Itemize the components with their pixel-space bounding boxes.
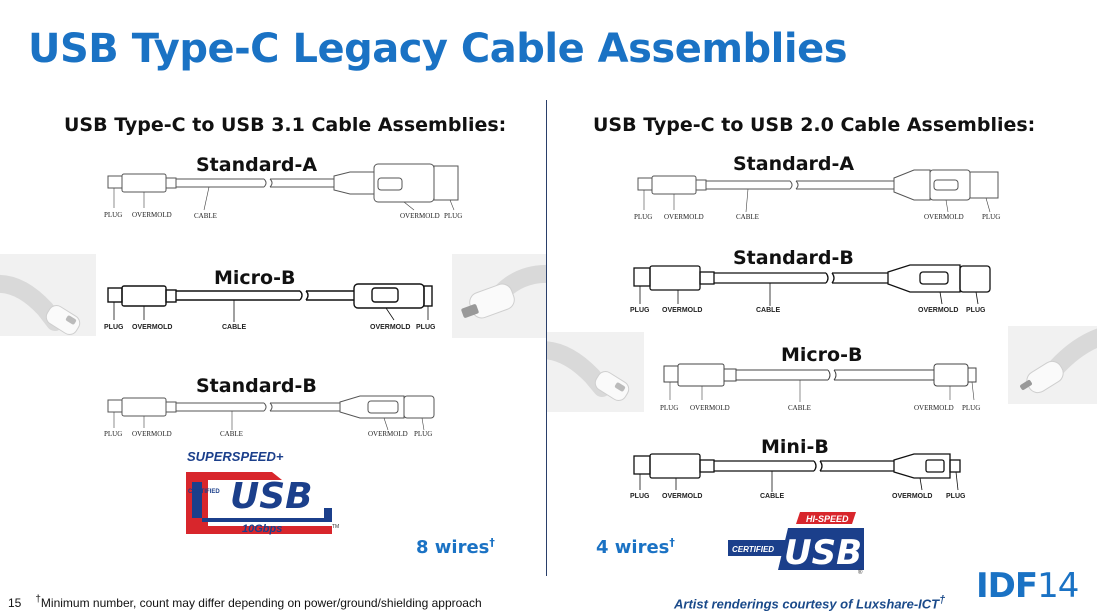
label-plug-right: PLUG	[962, 404, 980, 412]
label-overmold-right: OVERMOLD	[368, 430, 408, 438]
superspeed-plus-usb-logo: SUPERSPEED+ CERTIFIED USB 10Gbps TM	[186, 449, 339, 535]
label-plug: PLUG	[630, 493, 650, 500]
label-plug: PLUG	[104, 211, 122, 219]
idf-brand-logo: IDF14	[976, 566, 1079, 606]
label-overmold-right: OVERMOLD	[918, 307, 958, 314]
logo-usb-plate	[778, 528, 864, 570]
cable-name-standard-a-31: Standard-A	[196, 154, 318, 176]
page-number: 15	[8, 596, 22, 610]
photo-micro-b-plug	[452, 254, 546, 338]
logo-usb-text: USB	[784, 533, 862, 573]
cable-diagram-mini-b-20: PLUG OVERMOLD CABLE OVERMOLD PLUG	[630, 453, 966, 500]
idf-brand-text: IDF	[976, 566, 1038, 606]
wires-count-text: 4 wires	[596, 537, 670, 558]
cable-diagram-micro-b-20: PLUG OVERMOLD CABLE OVERMOLD PLUG	[660, 363, 980, 412]
label-plug: PLUG	[630, 307, 650, 314]
label-overmold: OVERMOLD	[664, 213, 704, 221]
cable-diagram-standard-a-20: PLUG OVERMOLD CABLE OVERMOLD PLUG	[634, 169, 1000, 221]
label-overmold-right: OVERMOLD	[892, 493, 932, 500]
wires-count-31: 8 wires†	[416, 536, 495, 558]
cable-name-micro-b-20: Micro-B	[781, 344, 863, 366]
cable-name-micro-b-31: Micro-B	[214, 267, 296, 289]
wires-count-text: 8 wires	[416, 537, 490, 558]
photo-micro-b-plug-right	[1008, 326, 1097, 404]
label-plug: PLUG	[104, 430, 122, 438]
artist-credit: Artist renderings courtesy of Luxshare-I…	[674, 594, 945, 611]
left-column-heading: USB Type-C to USB 3.1 Cable Assemblies:	[64, 114, 507, 136]
logo-red-stripe	[186, 472, 332, 534]
logo-blue-banner	[728, 540, 788, 556]
logo-reg-text: ®	[858, 569, 863, 576]
logo-certified-text: CERTIFIED	[732, 545, 774, 554]
label-overmold-right: OVERMOLD	[914, 404, 954, 412]
label-plug-right: PLUG	[982, 213, 1000, 221]
label-overmold: OVERMOLD	[690, 404, 730, 412]
label-plug-right: PLUG	[444, 212, 462, 220]
logo-usb-text: USB	[230, 476, 313, 517]
label-overmold: OVERMOLD	[132, 324, 172, 331]
label-plug: PLUG	[634, 213, 652, 221]
photo-type-c-plug	[0, 254, 96, 336]
label-plug-right: PLUG	[966, 307, 986, 314]
footnote-text: Minimum number, count may differ dependi…	[40, 596, 482, 610]
label-overmold-right: OVERMOLD	[400, 212, 440, 220]
label-overmold: OVERMOLD	[662, 493, 702, 500]
label-overmold: OVERMOLD	[662, 307, 702, 314]
column-divider	[546, 100, 547, 576]
label-cable: CABLE	[222, 324, 246, 331]
logo-red-banner	[796, 512, 856, 524]
logo-certified-text: CERTIFIED	[188, 489, 220, 495]
label-cable: CABLE	[788, 404, 811, 412]
cable-diagram-standard-a-31: PLUG OVERMOLD CABLE OVERMOLD PLUG	[104, 163, 462, 220]
label-plug-right: PLUG	[414, 430, 432, 438]
cable-diagram-standard-b-20: PLUG OVERMOLD CABLE OVERMOLD PLUG	[630, 264, 991, 314]
label-plug: PLUG	[660, 404, 678, 412]
label-overmold: OVERMOLD	[132, 211, 172, 219]
right-column-heading: USB Type-C to USB 2.0 Cable Assemblies:	[593, 114, 1036, 136]
label-cable: CABLE	[756, 307, 780, 314]
label-cable: CABLE	[736, 213, 759, 221]
page-title: USB Type-C Legacy Cable Assemblies	[28, 26, 848, 72]
label-overmold: OVERMOLD	[132, 430, 172, 438]
label-overmold-right: OVERMOLD	[924, 213, 964, 221]
wires-mark: †	[489, 536, 495, 549]
label-cable: CABLE	[220, 430, 243, 438]
footnote-mark: †	[35, 594, 41, 605]
cable-diagram-micro-b-31: PLUG OVERMOLD CABLE OVERMOLD PLUG	[104, 283, 436, 331]
logo-speed-text: 10Gbps	[242, 523, 282, 535]
label-cable: CABLE	[760, 493, 784, 500]
label-cable: CABLE	[194, 212, 217, 220]
cable-name-standard-b-31: Standard-B	[196, 375, 317, 397]
logo-hi-speed-text: HI-SPEED	[806, 514, 849, 524]
hi-speed-usb-logo: HI-SPEED CERTIFIED USB ®	[728, 512, 864, 576]
photo-type-c-plug-right	[547, 332, 644, 412]
cable-name-mini-b-20: Mini-B	[761, 436, 829, 458]
logo-tm-text: TM	[332, 524, 339, 530]
footer-note: 15 †Minimum number, count may differ depe…	[8, 594, 482, 610]
label-plug-right: PLUG	[416, 324, 436, 331]
wires-count-20: 4 wires†	[596, 536, 675, 558]
idf-year-text: 14	[1037, 566, 1079, 606]
wires-mark: †	[669, 536, 675, 549]
label-plug: PLUG	[104, 324, 124, 331]
cable-name-standard-b-20: Standard-B	[733, 247, 854, 269]
label-overmold-right: OVERMOLD	[370, 324, 410, 331]
credit-text: Artist renderings courtesy of Luxshare-I…	[674, 596, 940, 612]
logo-superspeed-text: SUPERSPEED+	[187, 449, 284, 464]
label-plug-right: PLUG	[946, 493, 966, 500]
logo-blue-stripe	[192, 482, 332, 522]
cable-name-standard-a-20: Standard-A	[733, 153, 855, 175]
cable-diagram-standard-b-31: PLUG OVERMOLD CABLE OVERMOLD PLUG	[104, 395, 435, 438]
credit-mark: †	[939, 594, 946, 606]
